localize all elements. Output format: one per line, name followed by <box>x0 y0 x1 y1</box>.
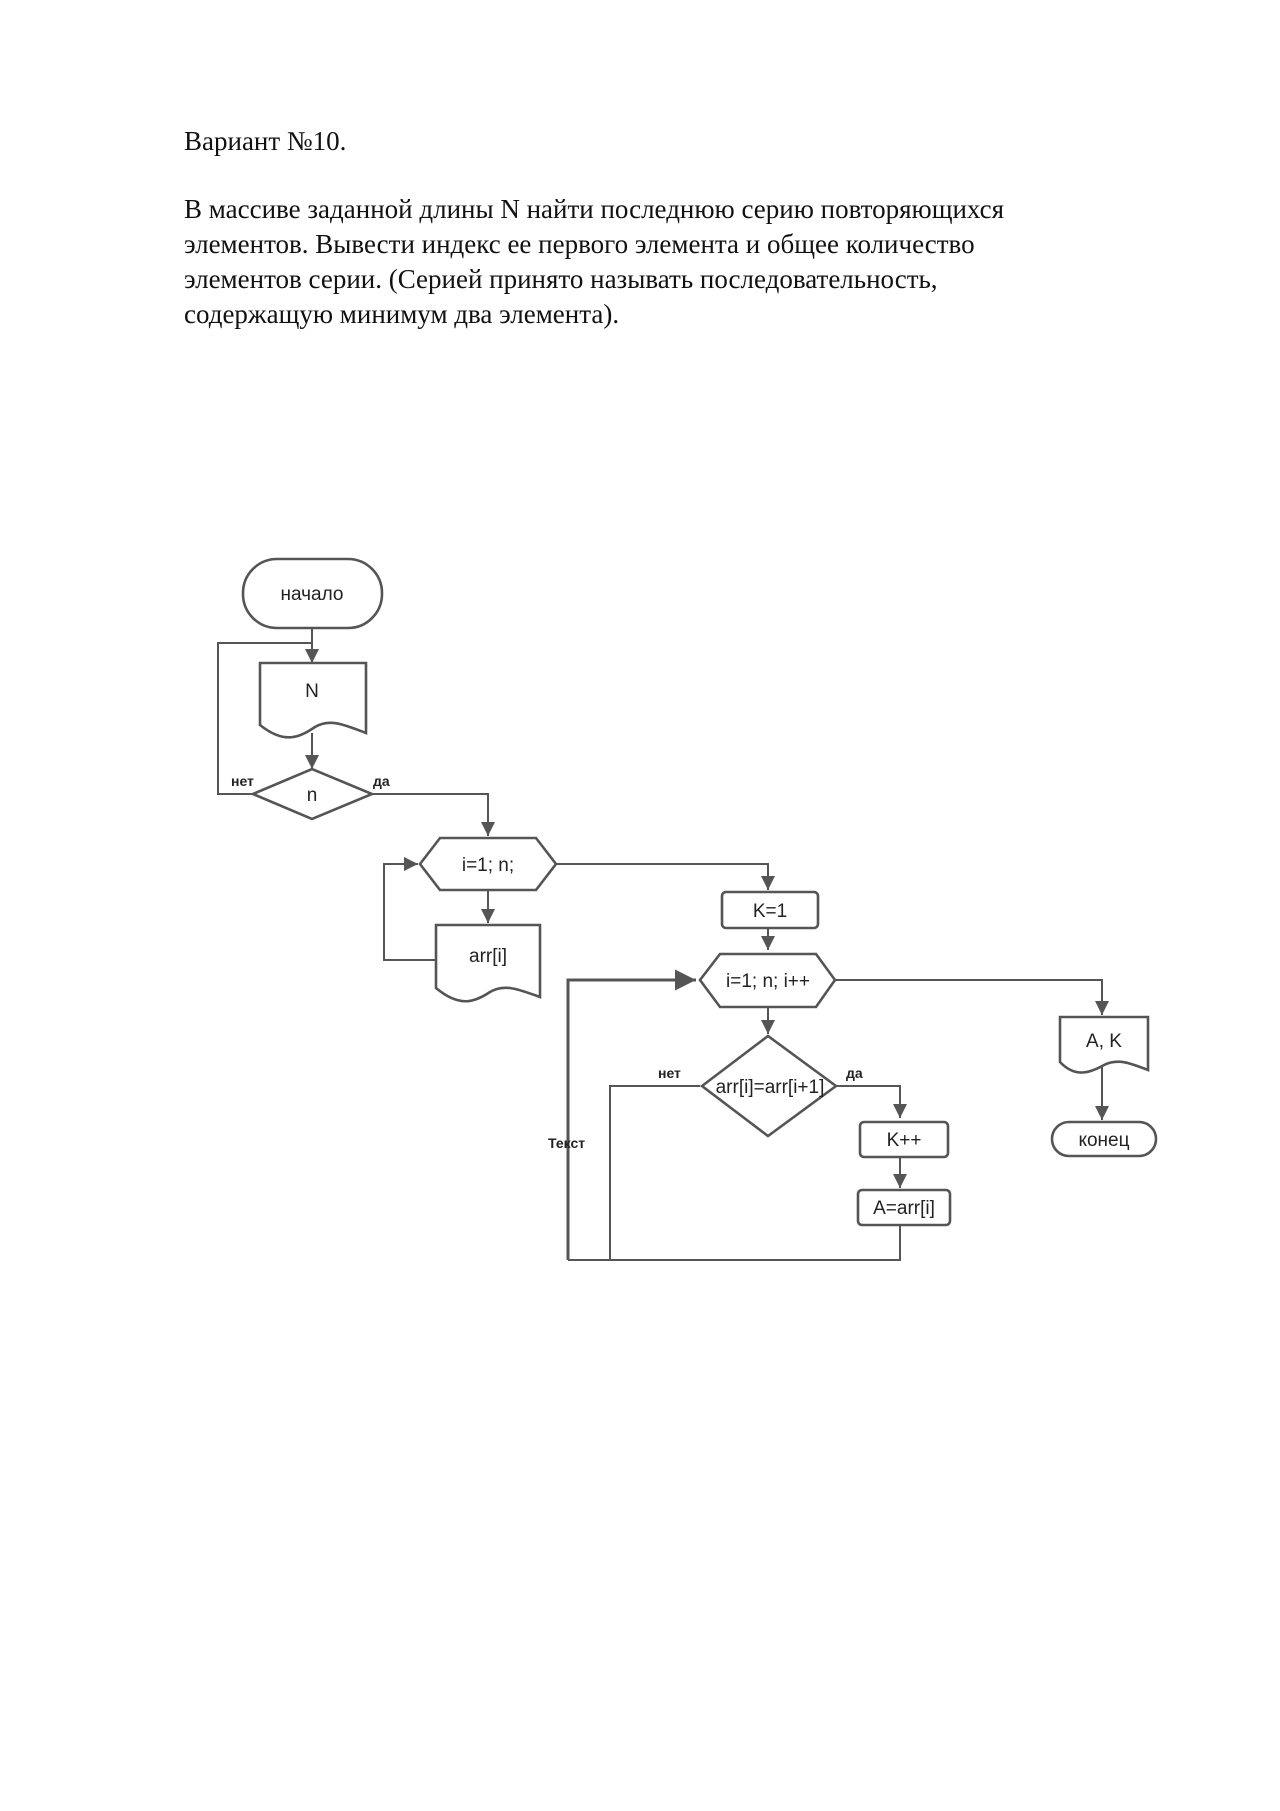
condition-n-no-label: нет <box>231 773 254 789</box>
arrow-condition-no-branch <box>609 1085 700 1260</box>
connectors <box>217 628 1109 1261</box>
init-k-process: K=1 <box>720 890 820 930</box>
arrow-condition-no-back <box>217 642 312 795</box>
condition-eq-no-label: нет <box>658 1065 681 1081</box>
end-terminator: конец <box>1050 1120 1158 1158</box>
task-line: В массиве заданной длины N найти последн… <box>184 194 1005 224</box>
start-label: начало <box>281 584 344 605</box>
condition-eq-diamond: arr[i]=arr[i+1] нет да <box>658 1034 863 1138</box>
inc-k-label: K++ <box>887 1130 922 1151</box>
condition-n-diamond: n нет да <box>231 767 390 821</box>
arrow-assign-back <box>568 1224 901 1261</box>
loop1-hexagon: i=1; n; <box>418 836 558 892</box>
input-n-label: N <box>305 681 319 702</box>
loop-back-label: Текст <box>548 1135 585 1151</box>
task-line: элементов. Вывести индекс ее первого эле… <box>184 229 975 259</box>
condition-n-yes-label: да <box>373 773 390 789</box>
arrow-condition-yes <box>372 793 495 836</box>
arrow-loop1-exit <box>556 863 775 890</box>
output-document: A, K <box>1058 1015 1150 1074</box>
task-statement: В массиве заданной длины N найти последн… <box>184 192 1124 332</box>
condition-eq-label: arr[i]=arr[i+1] <box>716 1077 825 1098</box>
loop2-hexagon: i=1; n; i++ <box>698 952 837 1009</box>
arrow-condition-yes-branch <box>836 1085 907 1118</box>
condition-eq-yes-label: да <box>846 1065 863 1081</box>
input-n-document: N <box>258 661 368 739</box>
assign-a-label: A=arr[i] <box>873 1198 935 1219</box>
init-k-label: K=1 <box>753 901 787 922</box>
condition-n-label: n <box>307 785 318 806</box>
output-label: A, K <box>1086 1031 1122 1052</box>
input-arr-label: arr[i] <box>469 946 507 967</box>
input-arr-document: arr[i] <box>434 923 542 1003</box>
loop2-label: i=1; n; i++ <box>726 971 810 992</box>
inc-k-process: K++ <box>858 1120 950 1159</box>
assign-a-process: A=arr[i] <box>856 1188 952 1227</box>
end-label: конец <box>1078 1130 1129 1151</box>
arrow-arr-back-to-loop1 <box>383 857 436 961</box>
start-terminator: начало <box>241 557 384 630</box>
task-line: элементов серии. (Серией принято называт… <box>184 264 938 294</box>
task-line: содержащую минимум два элемента). <box>184 299 620 329</box>
variant-title: Вариант №10. <box>184 126 347 156</box>
arrow-loop2-exit <box>835 979 1109 1015</box>
loop1-label: i=1; n; <box>462 855 514 876</box>
arrow-loop-back <box>566 969 696 1260</box>
